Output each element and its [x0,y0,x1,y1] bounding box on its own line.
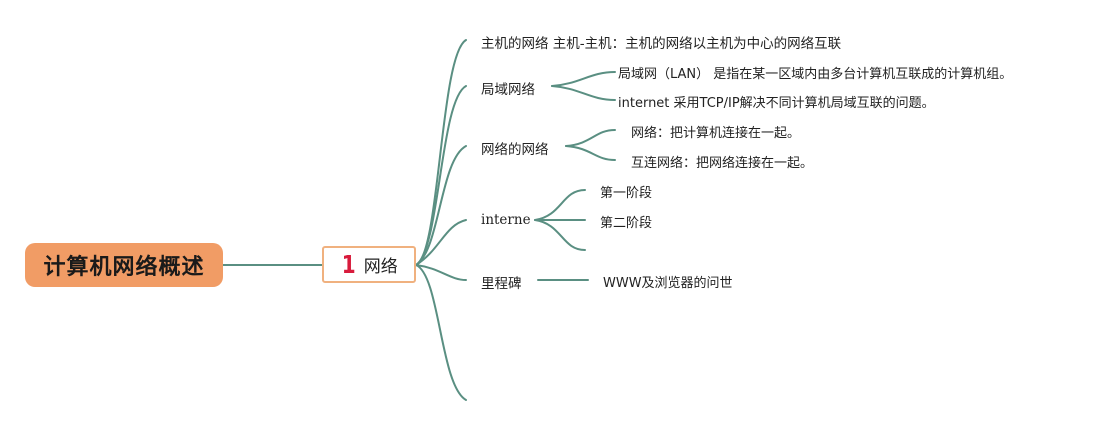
root-node[interactable]: 计算机网络概述 [25,243,223,287]
leaf-connector-4a [534,189,586,221]
branch-connector-3 [415,145,467,266]
branch-host-network[interactable]: 主机的网络 主机-主机：主机的网络以主机为中心的网络互联 [481,36,842,52]
leaf-internet-tcpip[interactable]: internet 采用TCP/IP解决不同计算机局域互联的问题。 [618,96,935,111]
branch-network-of-networks[interactable]: 网络的网络 [481,142,549,158]
leaf-connector-2a [551,71,616,87]
leaf-stage-one[interactable]: 第一阶段 [600,186,653,201]
leaf-lan-definition[interactable]: 局域网（LAN） 是指在某一区域内由多台计算机互联成的计算机组。 [618,67,1013,82]
leaf-internetwork[interactable]: 互连网络：把网络连接在一起。 [631,156,814,171]
leaf-connector-3a [565,129,616,147]
branch-connector-4 [415,219,467,266]
leaf-connector-2b [551,85,616,101]
branch-interne[interactable]: interne [481,212,531,228]
branch-milestone[interactable]: 里程碑 [481,276,522,292]
leaf-network[interactable]: 网络：把计算机连接在一起。 [631,126,801,141]
leaf-stage-two[interactable]: 第二阶段 [600,216,653,231]
branch-lan[interactable]: 局域网络 [481,82,535,98]
branch-connector-5 [415,264,467,281]
topic-node[interactable]: 1 网络 [322,246,416,283]
leaf-www-browser[interactable]: WWW及浏览器的问世 [603,276,733,291]
leaf-connector-4c [534,219,586,251]
branch-connector-2 [415,85,467,266]
branch-connector-6 [415,264,467,401]
topic-number-icon: 1 [342,250,356,279]
leaf-connector-3b [565,145,616,161]
topic-label: 网络 [363,257,398,277]
root-title: 计算机网络概述 [43,255,205,280]
